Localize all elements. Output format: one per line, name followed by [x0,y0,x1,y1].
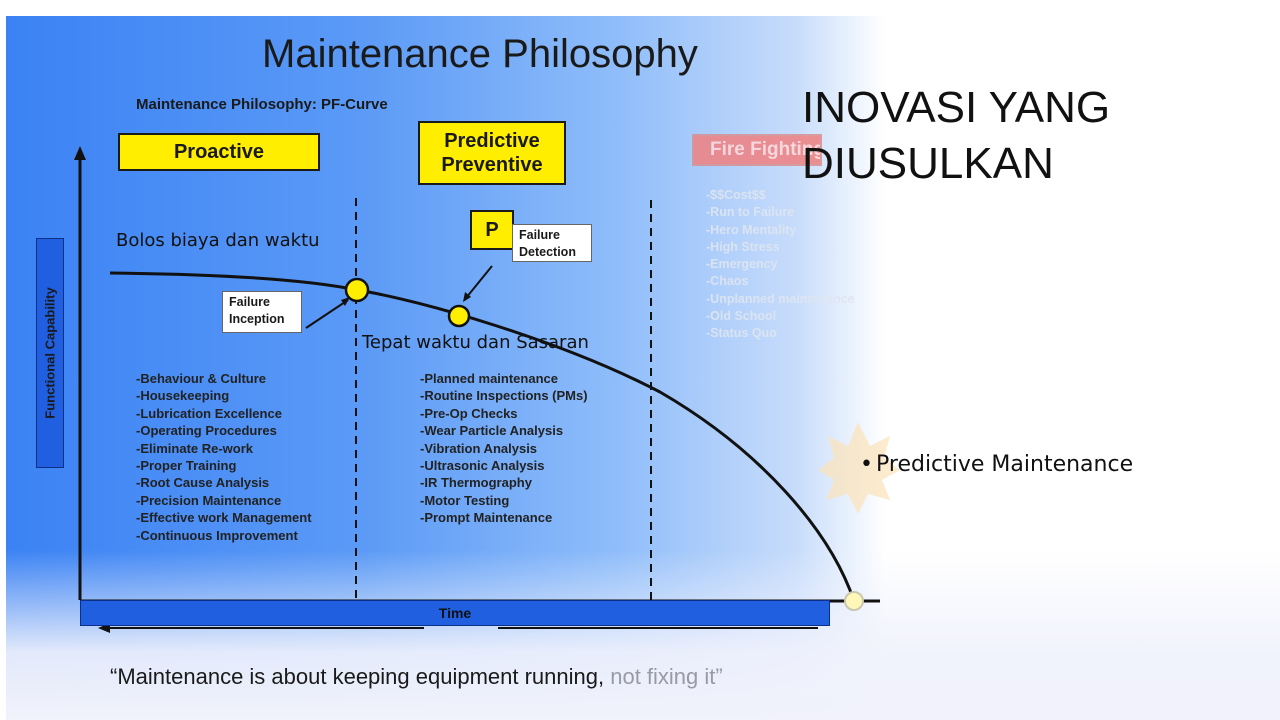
list-item: -Hero Mentality [706,222,797,237]
quote-main: “Maintenance is about keeping equipment … [110,664,605,689]
failure-detection-pointer [465,265,493,299]
bullet-icon: • [860,452,873,477]
failure-detection-label: Failure Detection [512,224,592,262]
point-p2-detection [447,304,471,328]
zone-predictive-preventive: Predictive Preventive [418,121,566,185]
predictive-list: -Planned maintenance -Routine Inspection… [420,370,588,527]
note-bolos-biaya: Bolos biaya dan waktu [116,230,320,251]
list-item: -High Stress [706,239,780,254]
bullet-item: Predictive Maintenance [876,452,1134,477]
failure-inception-label: Failure Inception [222,291,302,333]
list-item: -Pre-Op Checks [420,405,518,421]
list-item: -Unplanned maintenance [706,291,855,306]
list-item: -Routine Inspections (PMs) [420,388,588,404]
list-item: -Root Cause Analysis [136,475,270,491]
failure-burst-icon [818,422,900,514]
list-item: -Vibration Analysis [420,440,538,456]
list-item: -Run to Failure [706,205,795,220]
diagram-subtitle: Maintenance Philosophy: PF-Curve [136,96,388,113]
list-item: -Ultrasonic Analysis [420,458,545,474]
list-item: -Emergency [706,257,778,272]
list-item: -Planned maintenance [420,371,558,386]
bullet-list: •Predictive Maintenance [860,452,1133,477]
y-axis-arrow [74,146,86,160]
p-marker: P [470,210,514,250]
list-item: -Status Quo [706,326,777,341]
list-item: -Effective work Management [136,510,312,526]
time-axis-bar: Time [80,600,830,626]
list-item: -Precision Maintenance [136,492,282,508]
list-item: -Housekeeping [136,388,230,404]
zone-proactive: Proactive [118,133,320,171]
slide-heading: INOVASI YANG DIUSULKAN [802,83,1111,188]
zone-fire-fighting: Fire Fighting [692,134,822,166]
bottom-fade [6,550,1280,720]
quote-tail: not fixing it” [604,664,723,689]
failure-inception-arrowhead [341,297,350,306]
diagram-title: Maintenance Philosophy [262,32,698,76]
note-tepat-waktu: Tepat waktu dan Sasaran [362,332,589,353]
list-item: -Continuous Improvement [136,527,298,543]
y-axis-label: Functional Capability [42,287,58,419]
failure-inception-pointer [305,299,349,329]
pf-curve [109,271,856,602]
maintenance-quote: “Maintenance is about keeping equipment … [110,664,723,690]
list-item: -IR Thermography [420,475,532,491]
y-axis-label-bar: Functional Capability [36,238,64,468]
proactive-list: -Behaviour & Culture -Housekeeping -Lubr… [136,370,312,544]
firefighting-list: -$$Cost$$ -Run to Failure -Hero Mentalit… [706,187,855,343]
list-item: -Wear Particle Analysis [420,423,564,439]
list-item: -Chaos [706,274,749,289]
x-axis-label: Time [438,605,472,621]
list-item: -Prompt Maintenance [420,510,553,526]
list-item: -Behaviour & Culture [136,371,267,386]
list-item: -Motor Testing [420,492,510,508]
point-p1-inception [344,277,370,303]
list-item: -Eliminate Re-work [136,440,254,456]
list-item: -$$Cost$$ [706,188,766,202]
list-item: -Lubrication Excellence [136,405,282,421]
list-item: -Operating Procedures [136,423,277,439]
point-failure [844,591,864,611]
list-item: -Proper Training [136,458,237,474]
list-item: -Old School [706,309,777,324]
failure-detection-arrowhead [463,292,471,302]
